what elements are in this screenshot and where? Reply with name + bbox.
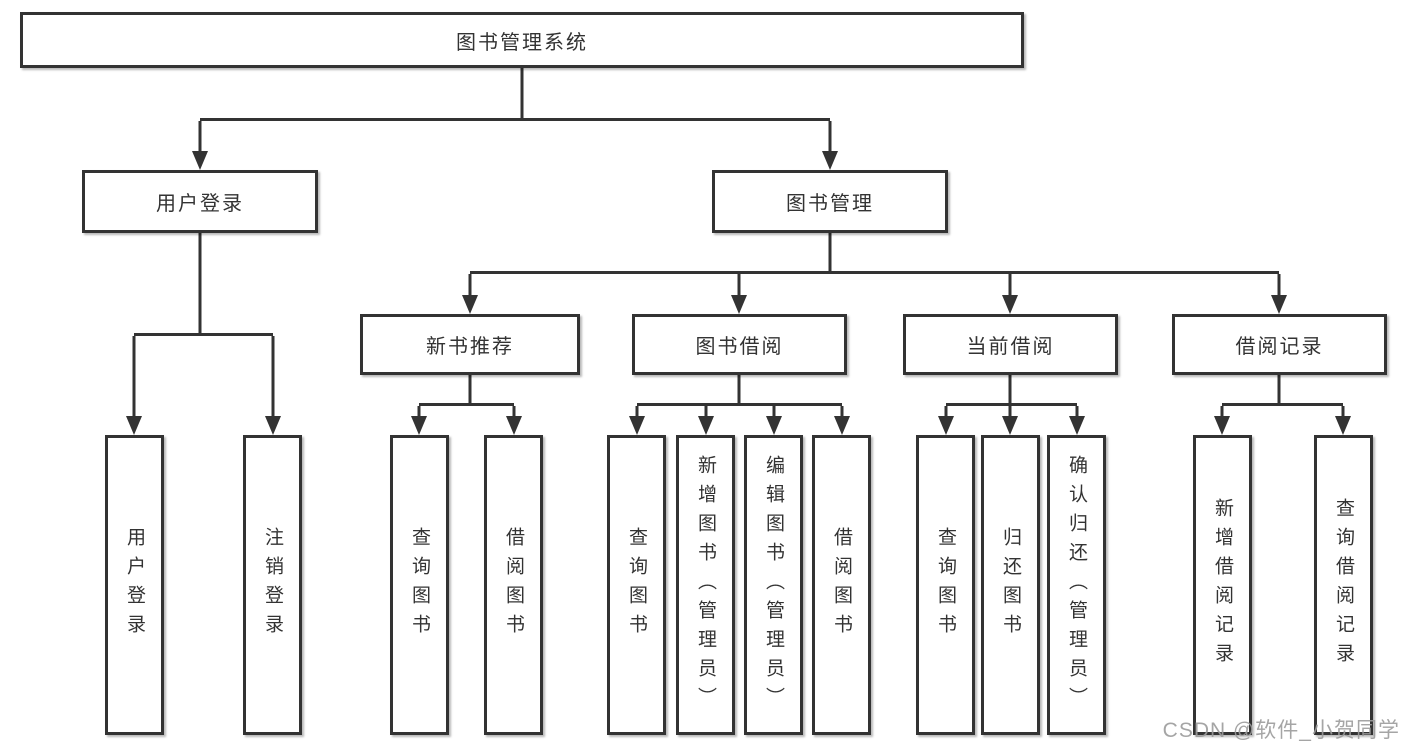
- node-book-borrow: 图书借阅: [632, 314, 847, 375]
- leaf-query-books-1-label: 查询图书: [409, 527, 430, 643]
- leaf-add-book-admin-label: 新增图书（管理员）: [695, 454, 716, 716]
- leaf-borrow-books-2-label: 借阅图书: [831, 527, 852, 643]
- leaf-user-login-label: 用户登录: [124, 527, 145, 643]
- csdn-watermark: CSDN @软件_小贺同学: [1162, 719, 1400, 742]
- leaf-query-borrow-record: 查询借阅记录: [1314, 435, 1373, 735]
- leaf-query-books-3: 查询图书: [916, 435, 975, 735]
- leaf-logout: 注销登录: [243, 435, 302, 735]
- leaf-confirm-return-admin-label: 确认归还（管理员）: [1066, 454, 1087, 716]
- leaf-user-login: 用户登录: [105, 435, 164, 735]
- leaf-return-books: 归还图书: [981, 435, 1040, 735]
- node-new-book-recommend: 新书推荐: [360, 314, 580, 375]
- leaf-borrow-books-1-label: 借阅图书: [503, 527, 524, 643]
- leaf-query-books-1: 查询图书: [390, 435, 449, 735]
- leaf-edit-book-admin-label: 编辑图书（管理员）: [763, 454, 784, 716]
- node-library-system: 图书管理系统: [20, 12, 1024, 68]
- leaf-query-borrow-record-label: 查询借阅记录: [1333, 498, 1354, 672]
- leaf-add-book-admin: 新增图书（管理员）: [676, 435, 735, 735]
- node-user-login: 用户登录: [82, 170, 318, 233]
- node-borrow-records: 借阅记录: [1172, 314, 1387, 375]
- leaf-query-books-3-label: 查询图书: [935, 527, 956, 643]
- leaf-borrow-books-1: 借阅图书: [484, 435, 543, 735]
- node-book-management: 图书管理: [712, 170, 948, 233]
- node-current-borrow: 当前借阅: [903, 314, 1118, 375]
- leaf-query-books-2: 查询图书: [607, 435, 666, 735]
- leaf-edit-book-admin: 编辑图书（管理员）: [744, 435, 803, 735]
- leaf-logout-label: 注销登录: [262, 527, 283, 643]
- leaf-query-books-2-label: 查询图书: [626, 527, 647, 643]
- leaf-add-borrow-record-label: 新增借阅记录: [1212, 498, 1233, 672]
- leaf-borrow-books-2: 借阅图书: [812, 435, 871, 735]
- leaf-confirm-return-admin: 确认归还（管理员）: [1047, 435, 1106, 735]
- leaf-add-borrow-record: 新增借阅记录: [1193, 435, 1252, 735]
- leaf-return-books-label: 归还图书: [1000, 527, 1021, 643]
